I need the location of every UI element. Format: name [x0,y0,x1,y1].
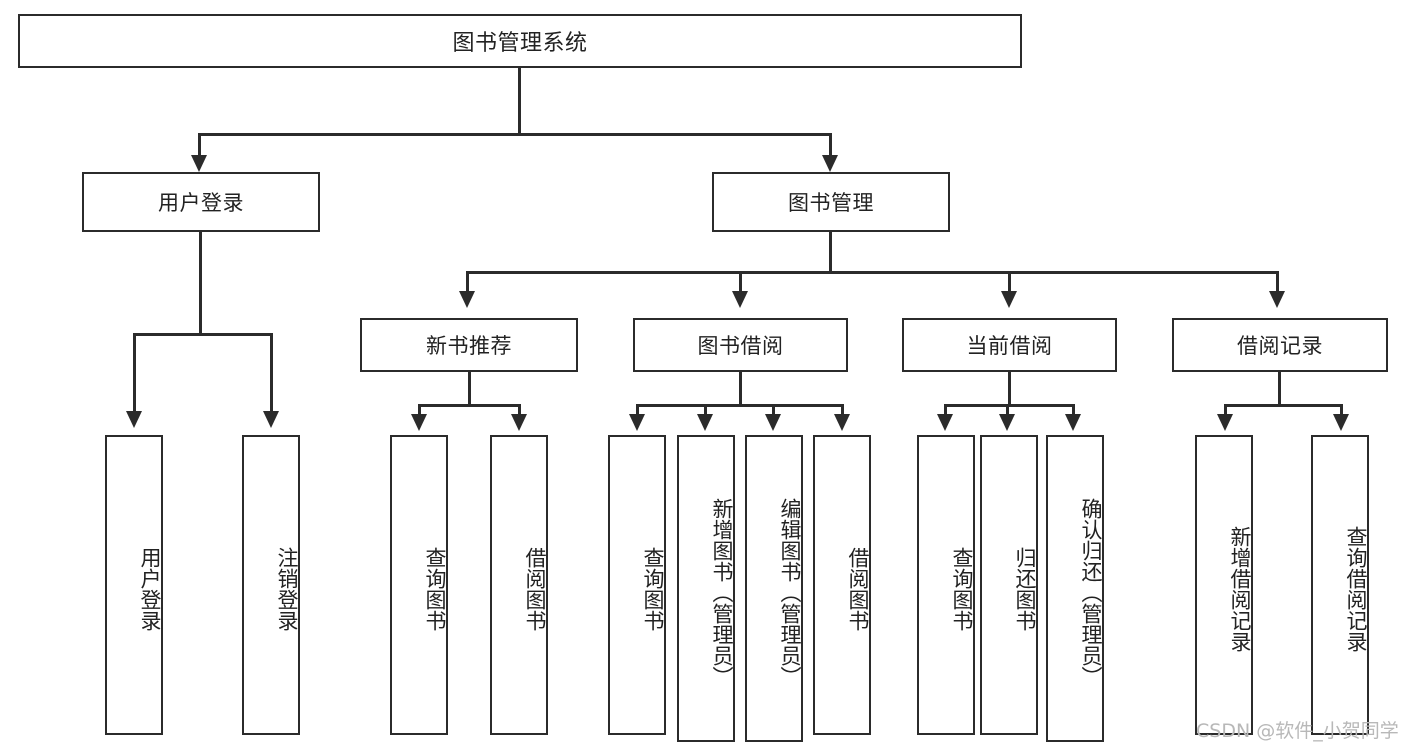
leaf-edit-book-admin[interactable]: 编辑图书（管理员） [745,435,803,742]
leaf-logout[interactable]: 注销登录 [242,435,300,735]
edge-new-book-bar [418,404,521,407]
leaf-borrow-book[interactable]: 借阅图书 [813,435,871,735]
edge-bb-to-add [704,404,707,416]
node-user-login[interactable]: 用户登录 [82,172,320,232]
arrowhead-borrow-record [1269,291,1285,308]
arrowhead-leaf-logout [263,411,279,428]
leaf-query-book-current[interactable]: 查询图书 [917,435,975,735]
edge-book-mgmt-bar [466,271,1278,274]
edge-new-book-to-borrow [518,404,521,416]
edge-book-mgmt-to-record [1276,271,1279,293]
edge-br-to-query [1340,404,1343,416]
edge-root-stem [518,68,521,135]
edge-new-book-stem [468,372,471,406]
edge-current-borrow-bar [944,404,1075,407]
edge-current-borrow-stem [1008,372,1011,406]
edge-book-borrow-stem [739,372,742,406]
node-current-borrow[interactable]: 当前借阅 [902,318,1117,372]
arrowhead-current-borrow [1001,291,1017,308]
node-borrow-record[interactable]: 借阅记录 [1172,318,1388,372]
edge-cb-to-query [944,404,947,416]
edge-book-mgmt-stem [829,232,832,274]
leaf-query-borrow-record[interactable]: 查询借阅记录 [1311,435,1369,735]
edge-user-login-to-leaf2 [270,333,273,413]
leaf-borrow-book-recommend[interactable]: 借阅图书 [490,435,548,735]
leaf-add-borrow-record[interactable]: 新增借阅记录 [1195,435,1253,735]
edge-bb-to-edit [772,404,775,416]
arrowhead-borrow-book-2 [834,414,850,431]
edge-borrow-record-stem [1278,372,1281,406]
leaf-user-login[interactable]: 用户登录 [105,435,163,735]
arrowhead-book-mgmt [822,155,838,172]
node-new-book-recommend[interactable]: 新书推荐 [360,318,578,372]
arrowhead-return-book [999,414,1015,431]
edge-root-to-user-login [198,133,201,157]
edge-br-to-add [1224,404,1227,416]
csdn-watermark: CSDN @软件_小贺同学 [1196,720,1399,742]
edge-book-mgmt-to-borrow [739,271,742,293]
leaf-confirm-return-admin[interactable]: 确认归还（管理员） [1046,435,1104,742]
edge-user-login-bar [133,333,273,336]
edge-book-mgmt-to-current [1008,271,1011,293]
edge-book-borrow-bar [636,404,844,407]
leaf-add-book-admin[interactable]: 新增图书（管理员） [677,435,735,742]
arrowhead-edit-book [765,414,781,431]
edge-bb-to-borrow [841,404,844,416]
node-root-system[interactable]: 图书管理系统 [18,14,1022,68]
arrowhead-query-book-3 [937,414,953,431]
edge-user-login-stem [199,232,202,335]
arrowhead-leaf-user-login [126,411,142,428]
edge-new-book-to-query [418,404,421,416]
arrowhead-new-book-rec [459,291,475,308]
arrowhead-query-book-2 [629,414,645,431]
edge-borrow-record-bar [1224,404,1343,407]
arrowhead-book-borrow [732,291,748,308]
arrowhead-borrow-book-1 [511,414,527,431]
node-book-management[interactable]: 图书管理 [712,172,950,232]
edge-book-mgmt-to-new-book [466,271,469,293]
leaf-return-book[interactable]: 归还图书 [980,435,1038,735]
arrowhead-query-book-1 [411,414,427,431]
edge-cb-to-return [1006,404,1009,416]
edge-cb-to-confirm [1072,404,1075,416]
arrowhead-query-record [1333,414,1349,431]
leaf-query-book-borrow[interactable]: 查询图书 [608,435,666,735]
arrowhead-add-record [1217,414,1233,431]
edge-root-split-bar [198,133,832,136]
arrowhead-user-login [191,155,207,172]
node-book-borrow[interactable]: 图书借阅 [633,318,848,372]
edge-root-to-book-mgmt [829,133,832,157]
leaf-query-book-recommend[interactable]: 查询图书 [390,435,448,735]
arrowhead-confirm-return [1065,414,1081,431]
arrowhead-add-book [697,414,713,431]
edge-user-login-to-leaf1 [133,333,136,413]
edge-bb-to-query [636,404,639,416]
